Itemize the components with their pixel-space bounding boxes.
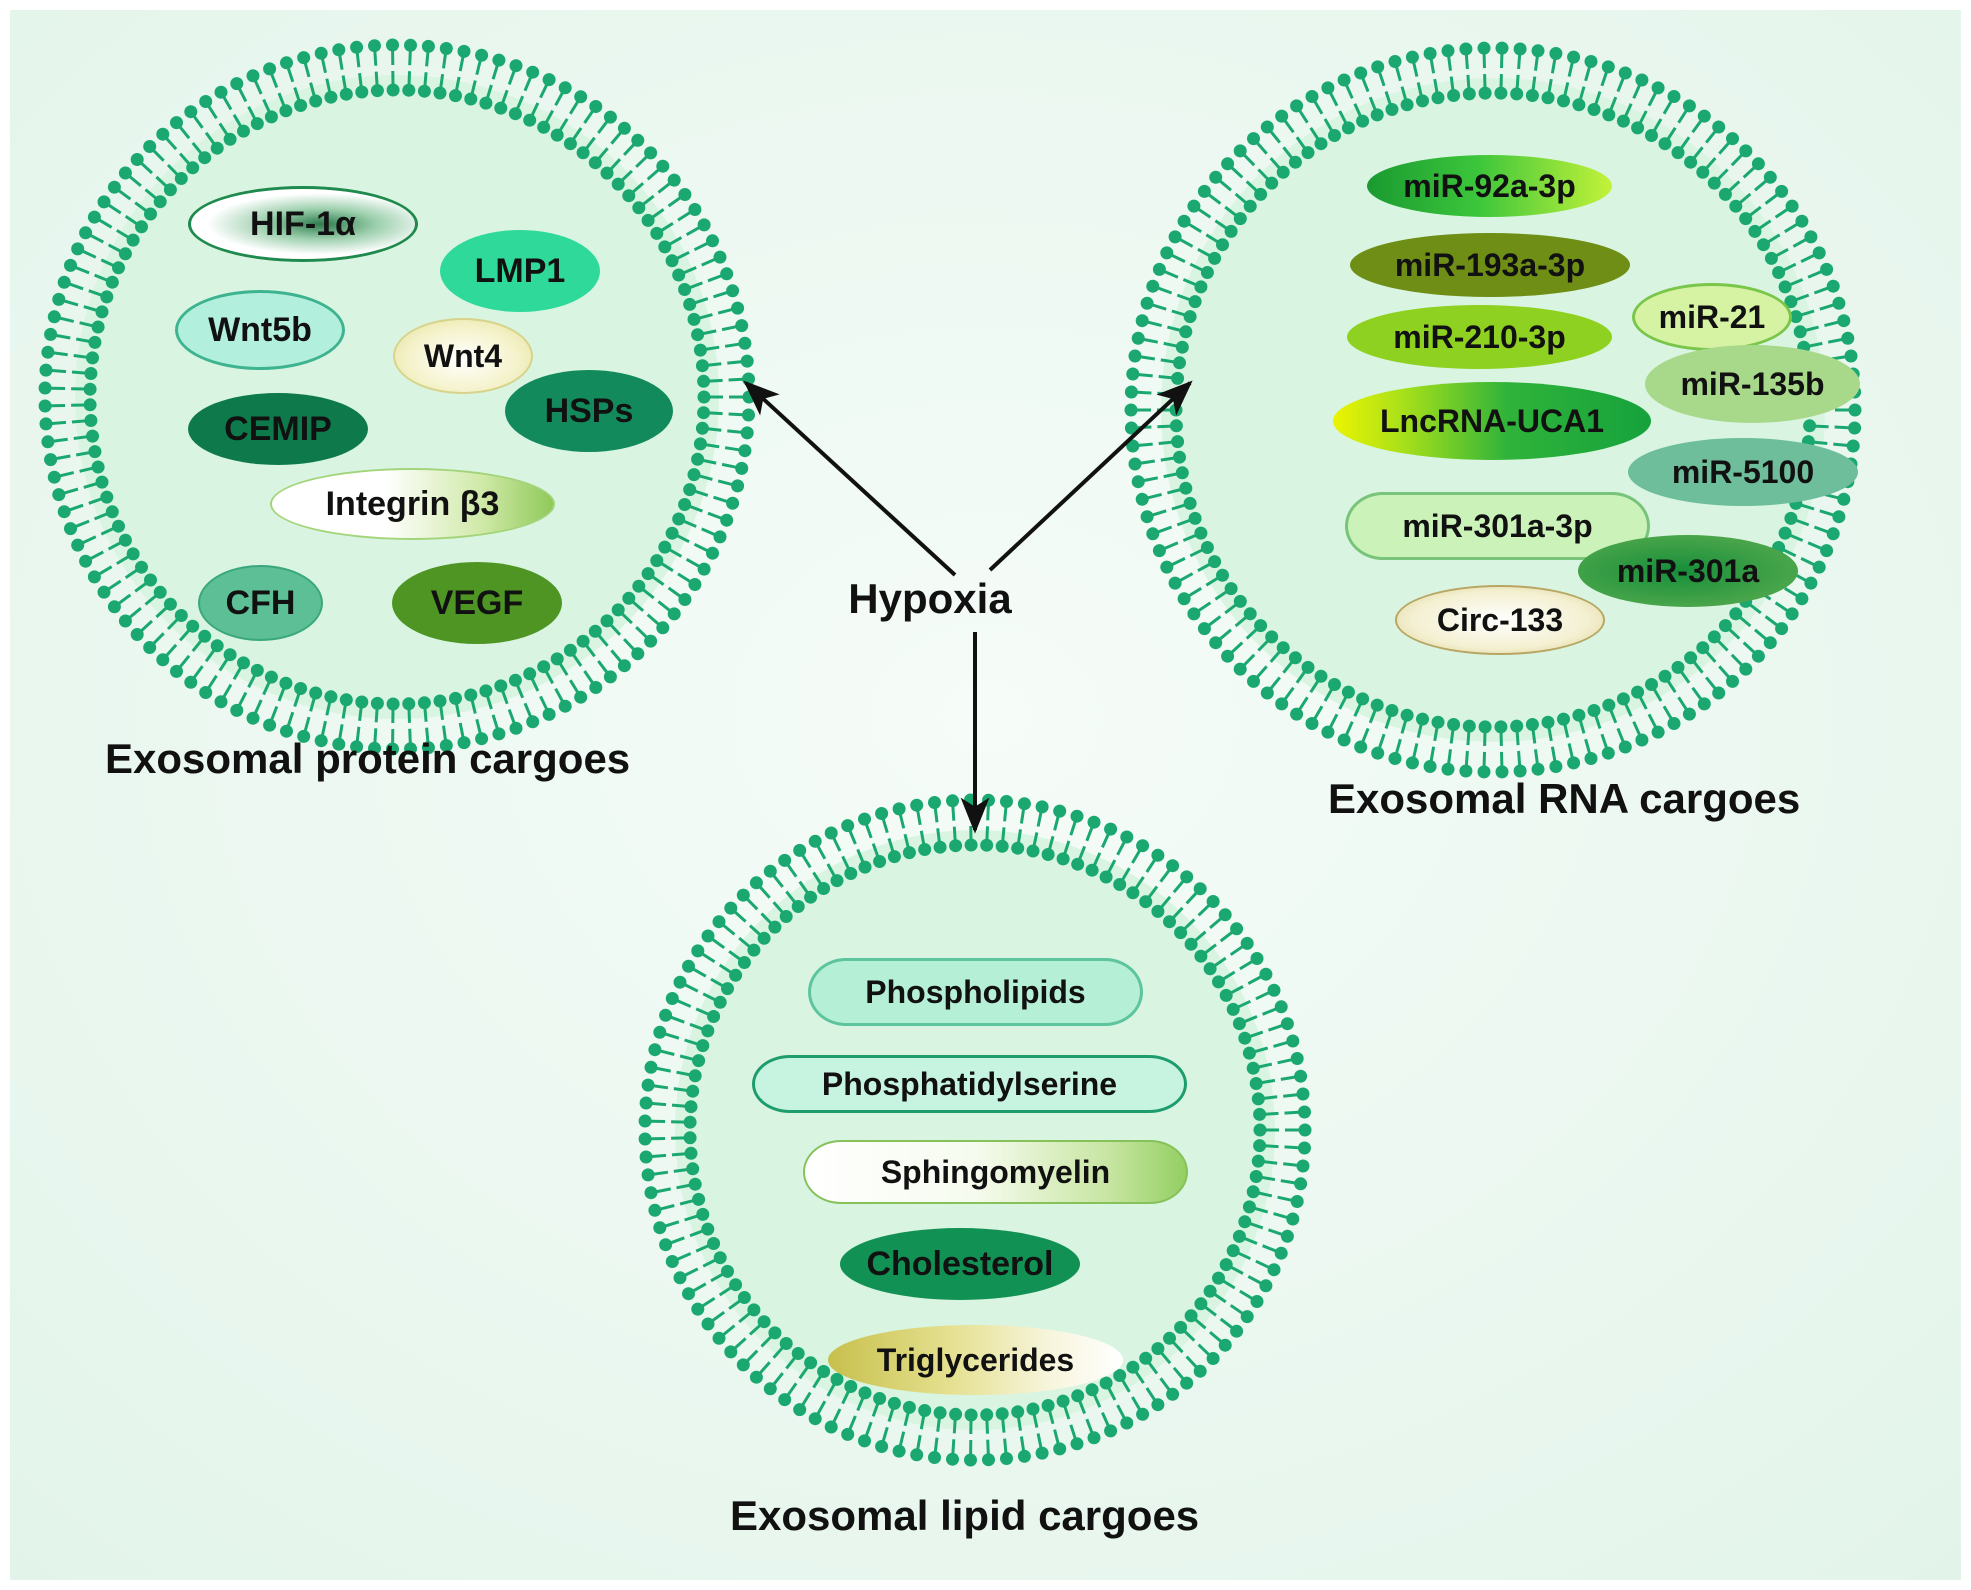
lipid-caption: Exosomal lipid cargoes bbox=[730, 1492, 1200, 1539]
protein-cemip: CEMIP bbox=[188, 393, 368, 465]
arrow-to-protein bbox=[743, 380, 957, 577]
protein-hsps: HSPs bbox=[505, 370, 673, 452]
hypoxia-label: Hypoxia bbox=[848, 575, 1012, 622]
lipid-triglycerides: Triglycerides bbox=[828, 1325, 1123, 1395]
protein-wnt5b: Wnt5b bbox=[175, 290, 345, 370]
rna-mir301a: miR-301a bbox=[1578, 535, 1798, 607]
protein-hif1a: HIF-1α bbox=[188, 186, 418, 262]
protein-integrin-b3: Integrin β3 bbox=[270, 468, 555, 540]
protein-cfh: CFH bbox=[198, 565, 323, 641]
protein-caption: Exosomal protein cargoes bbox=[105, 735, 631, 782]
lipid-phospholipids: Phospholipids bbox=[808, 958, 1143, 1026]
rna-lncrna-uca1: LncRNA-UCA1 bbox=[1333, 382, 1651, 460]
arrow-to-rna bbox=[988, 380, 1193, 572]
lipid-cholesterol: Cholesterol bbox=[840, 1228, 1080, 1300]
rna-mir92a3p: miR-92a-3p bbox=[1367, 155, 1612, 217]
rna-circ133: Circ-133 bbox=[1395, 585, 1605, 655]
rna-mir193a3p: miR-193a-3p bbox=[1350, 233, 1630, 297]
arrows bbox=[743, 380, 1193, 834]
rna-mir135b: miR-135b bbox=[1645, 345, 1860, 423]
lipid-phosphatidylserine: Phosphatidylserine bbox=[752, 1055, 1187, 1113]
protein-wnt4: Wnt4 bbox=[393, 318, 533, 394]
protein-lmp1: LMP1 bbox=[440, 230, 600, 312]
rna-mir2103p: miR-210-3p bbox=[1347, 305, 1612, 369]
rna-mir21: miR-21 bbox=[1632, 283, 1792, 351]
protein-vegf: VEGF bbox=[392, 562, 562, 644]
lipid-sphingomyelin: Sphingomyelin bbox=[803, 1140, 1188, 1204]
rna-caption: Exosomal RNA cargoes bbox=[1328, 775, 1801, 822]
rna-mir5100: miR-5100 bbox=[1628, 438, 1858, 506]
